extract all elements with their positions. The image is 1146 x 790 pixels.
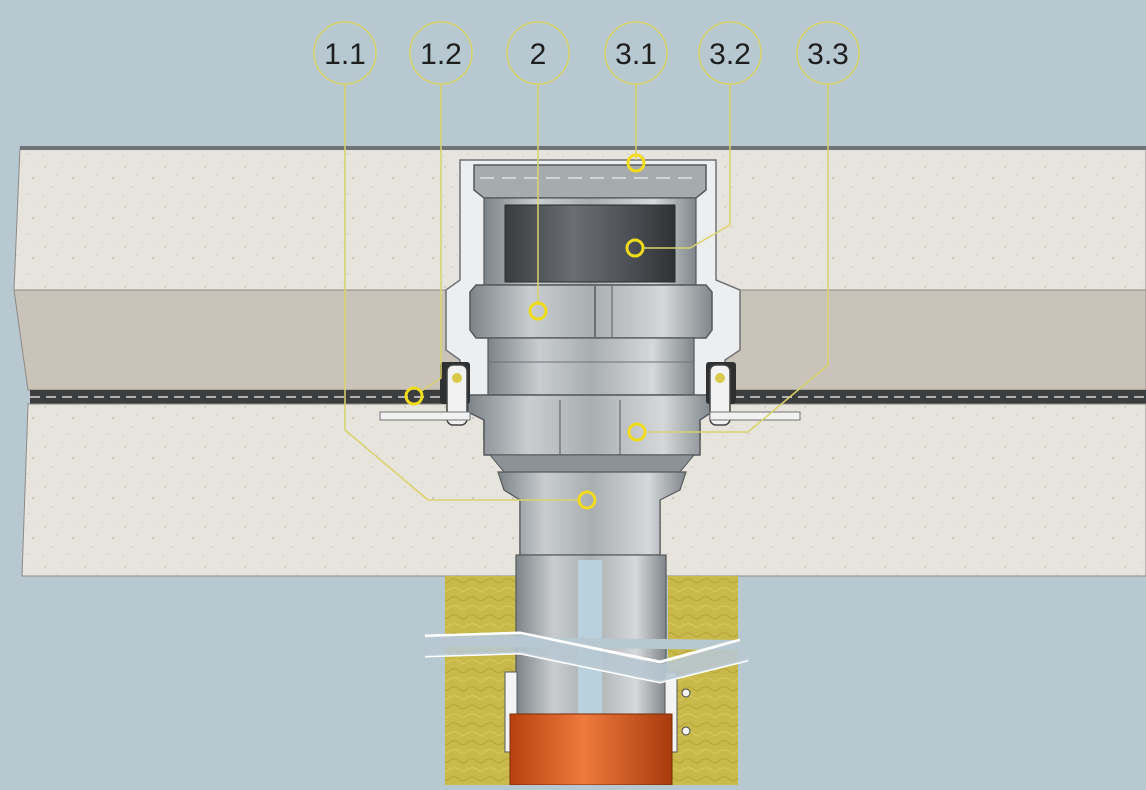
callout-leaders [344, 84, 829, 501]
flange-plate-left [379, 411, 471, 421]
callout-3-2-label: 3.2 [709, 38, 751, 71]
callout-2-label: 2 [530, 38, 547, 71]
callout-1-1-label: 1.1 [324, 38, 366, 71]
leader-3-2 [643, 84, 731, 249]
callout-3-3: 3.3 [796, 21, 860, 85]
callout-3-2: 3.2 [698, 21, 762, 85]
leader-1-2 [419, 84, 442, 393]
callout-3-3-label: 3.3 [807, 38, 849, 71]
bowl-bottom [488, 454, 696, 473]
bolt-left-head [452, 373, 462, 383]
marker-2 [528, 301, 548, 321]
pipe-screw-2 [681, 726, 691, 736]
callout-3-1-label: 3.1 [615, 38, 657, 71]
bolt-right-head [715, 373, 725, 383]
break-band [425, 634, 748, 682]
callout-1-2-label: 1.2 [420, 38, 462, 71]
break-line-top [424, 631, 741, 664]
bolt-left [446, 364, 468, 426]
marker-3-3 [627, 422, 647, 442]
marker-1-1 [577, 490, 597, 510]
callout-2: 2 [506, 21, 570, 85]
adapter-ring [469, 284, 713, 339]
callout-3-1: 3.1 [604, 21, 668, 85]
callout-markers [404, 153, 647, 510]
callout-1-1: 1.1 [313, 21, 377, 85]
callout-1-2: 1.2 [409, 21, 473, 85]
marker-3-1 [626, 153, 646, 173]
middle-body [487, 337, 695, 396]
marker-3-2 [625, 238, 645, 258]
grate-frame [473, 164, 707, 199]
leader-1-1 [344, 84, 578, 501]
connection-pipe [509, 713, 673, 786]
clamping-flange [467, 394, 713, 456]
marker-1-2 [404, 386, 424, 406]
bolt-right [709, 364, 731, 426]
fire-protection-right [668, 576, 738, 785]
leader-3-3 [648, 84, 829, 433]
sealing-insert [504, 204, 676, 283]
pipe-screw-1 [681, 688, 691, 698]
floor-covering [20, 146, 1146, 150]
callout-badges: 1.1 1.2 2 3.1 3.2 3.3 [313, 21, 860, 85]
drain-body-outlet [497, 471, 687, 556]
flange-plate-right [709, 411, 801, 421]
